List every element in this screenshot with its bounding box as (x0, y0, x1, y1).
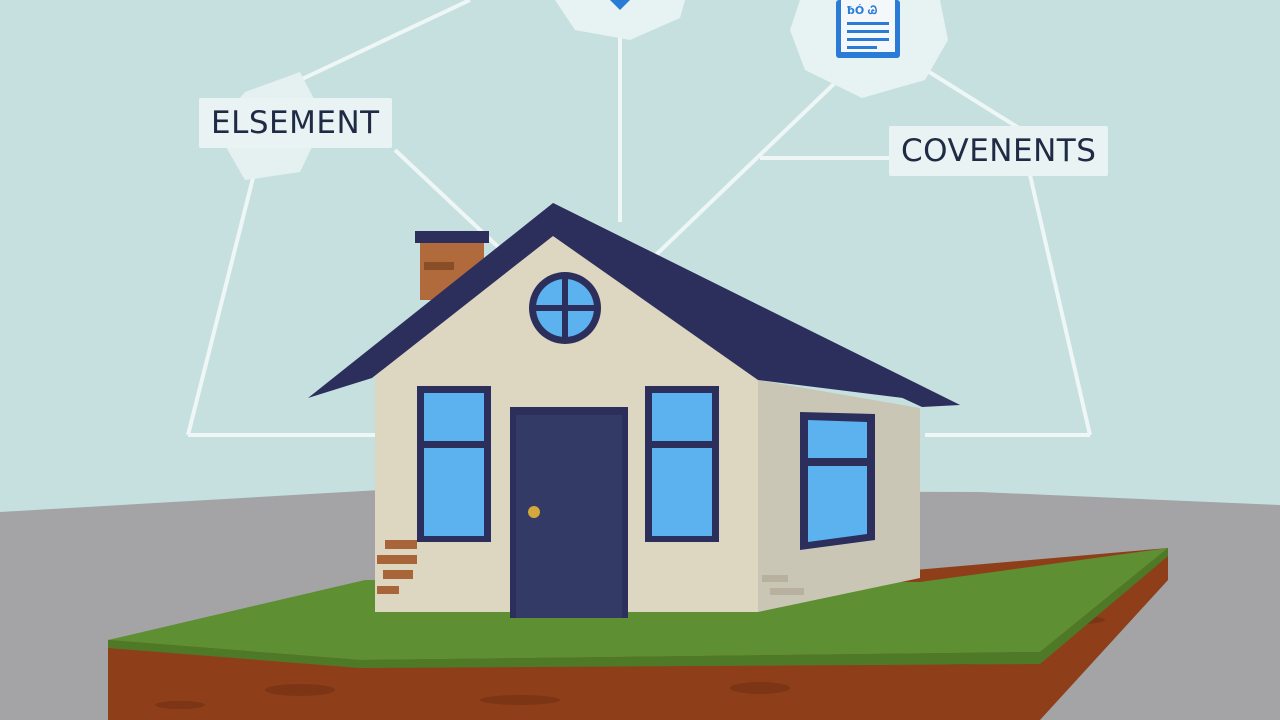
covenants-label: COVENENTS (889, 126, 1109, 177)
document-icon: ƀÓ Ꮚ (836, 0, 900, 58)
door-knob (528, 506, 540, 518)
network-lines (186, 0, 1092, 437)
exposed-bricks (377, 540, 804, 595)
side-window (800, 412, 875, 550)
document-icon-text: ƀÓ Ꮚ (847, 4, 877, 17)
front-window-right (645, 386, 719, 542)
easement-label: ELSEMENT (199, 98, 392, 149)
shield-icon (610, 0, 630, 10)
top-node (555, 0, 685, 40)
front-door (510, 407, 628, 618)
front-window-left (417, 386, 491, 542)
